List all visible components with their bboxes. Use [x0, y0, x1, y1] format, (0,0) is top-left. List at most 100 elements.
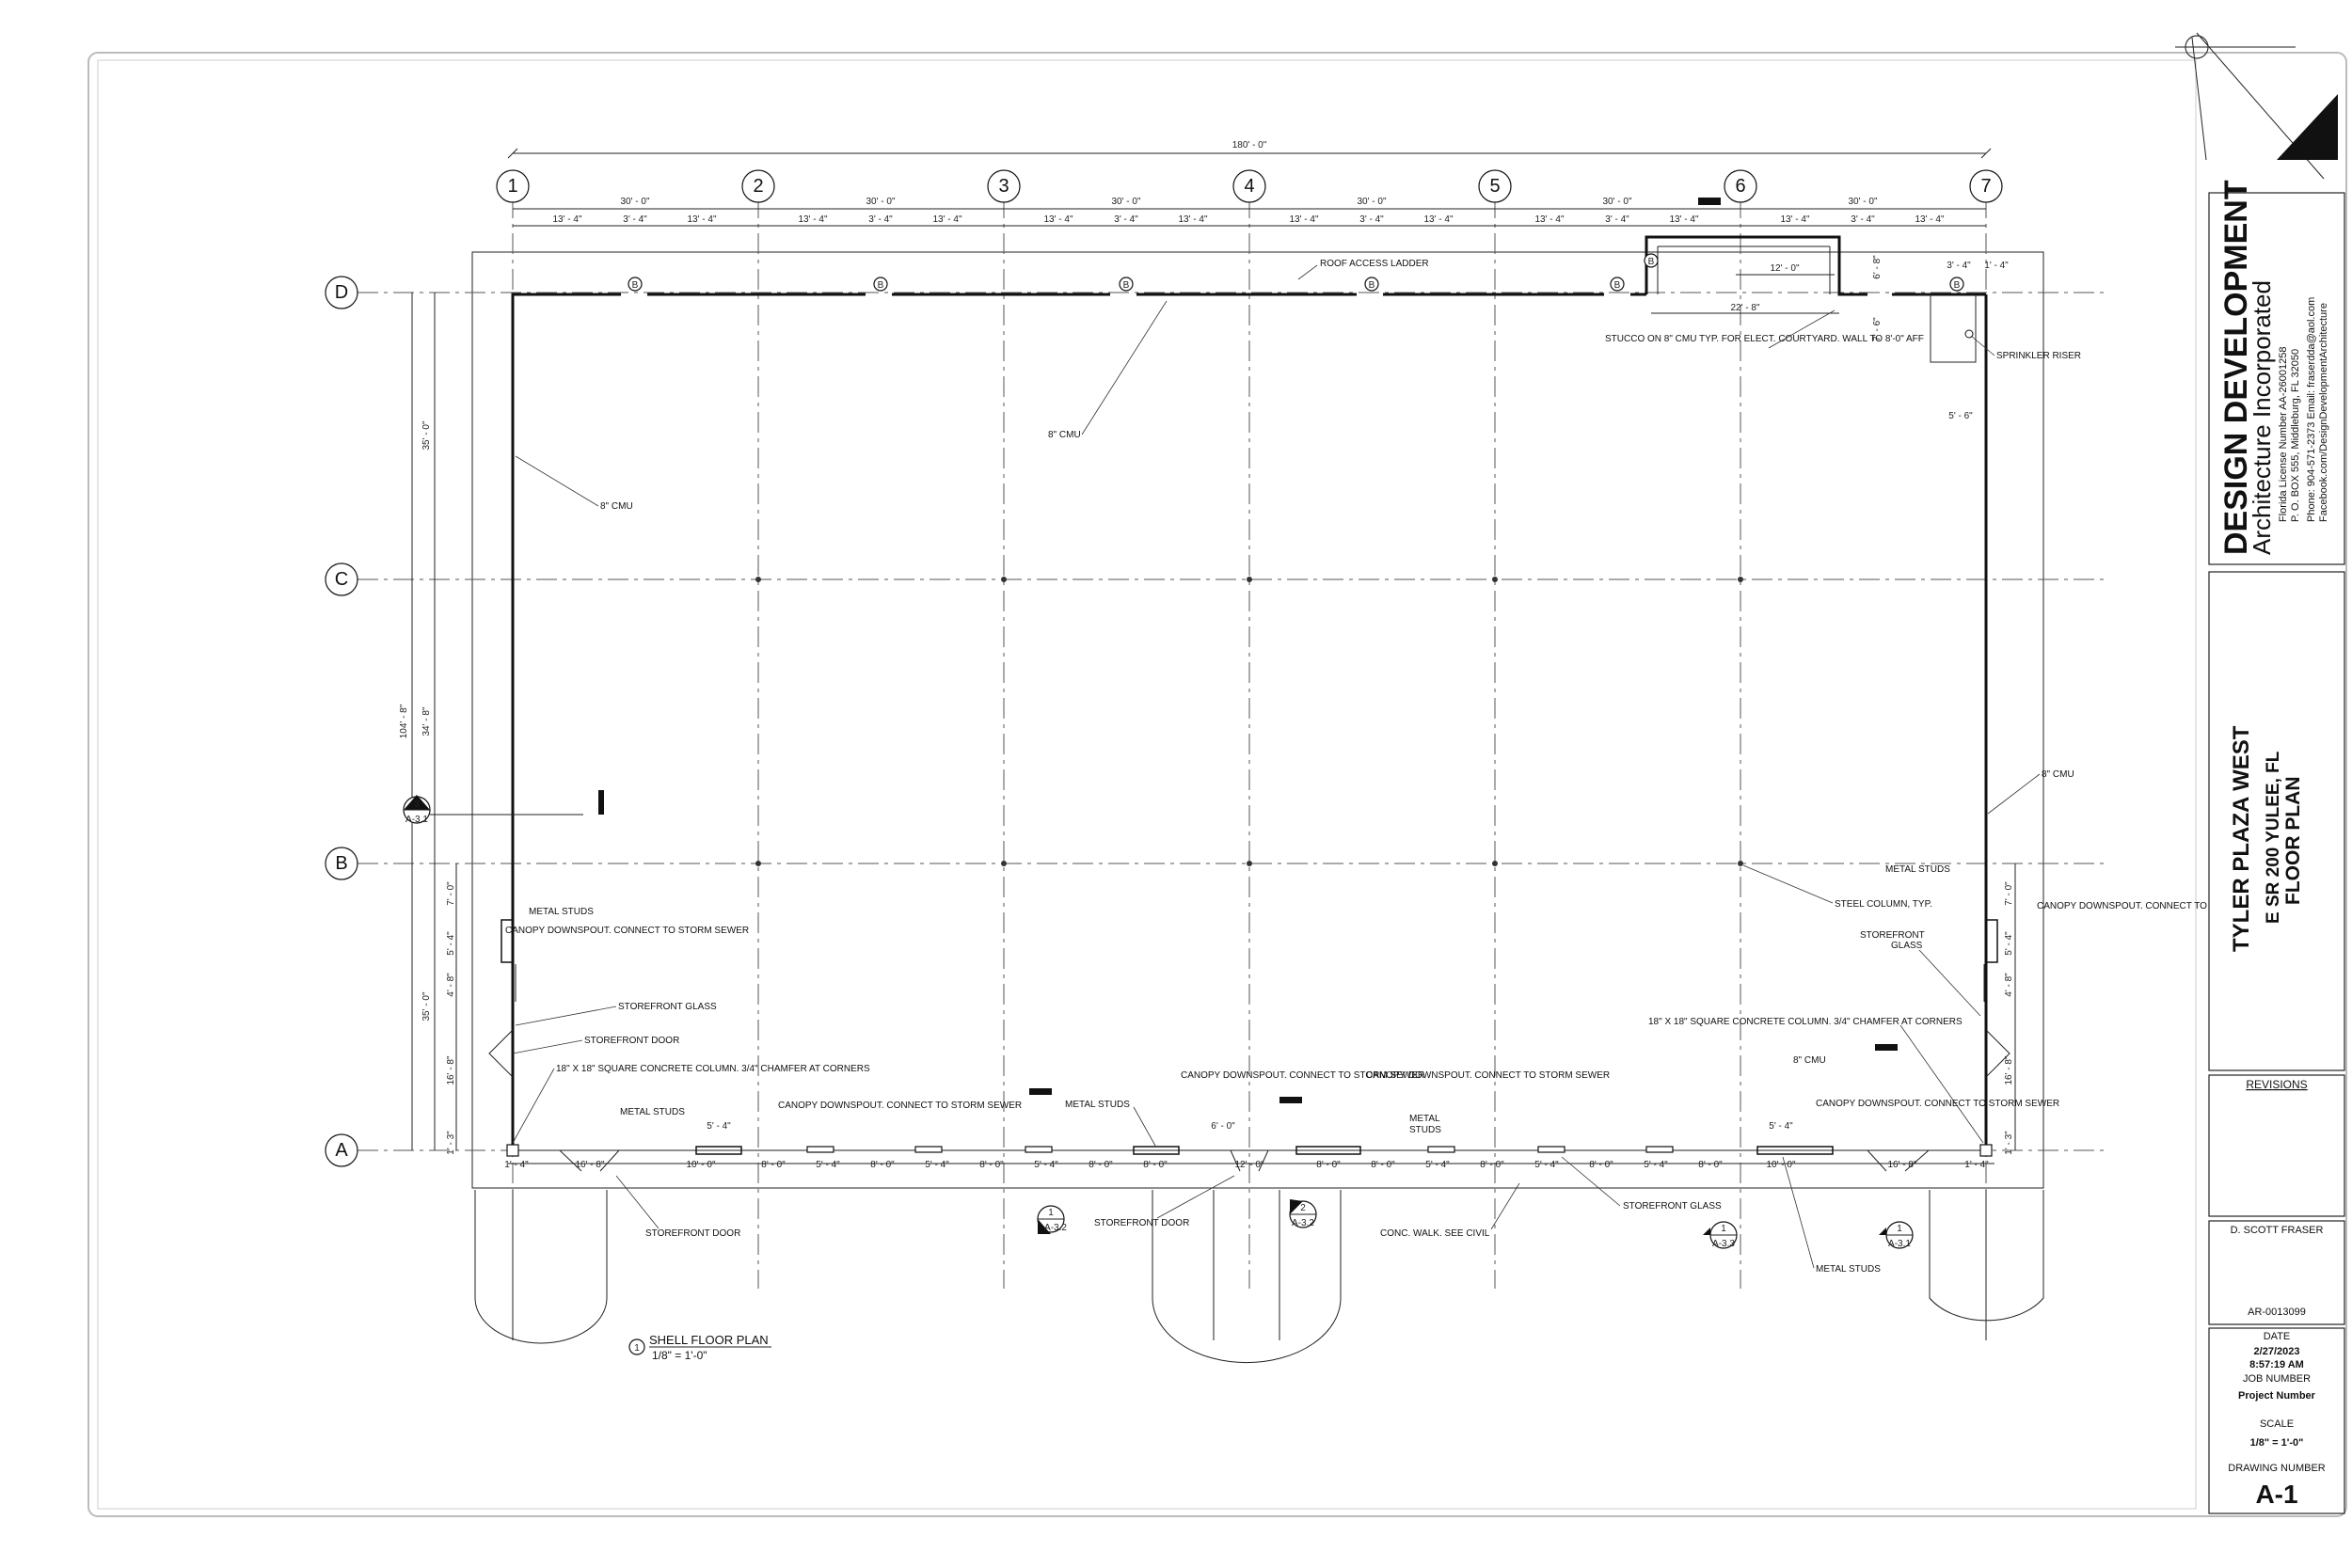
sub-dim: 13' - 4"	[798, 214, 827, 225]
sub-dim: 13' - 4"	[1043, 214, 1073, 225]
bay-dim-2: 30' - 0"	[866, 197, 895, 207]
left-top-dim: 35' - 0"	[421, 420, 432, 450]
note-metal-studs-left: METAL STUDS	[529, 907, 594, 917]
bottom-dim: 8' - 0"	[1371, 1160, 1395, 1170]
note-roof-ladder: ROOF ACCESS LADDER	[1320, 259, 1429, 269]
annotations: ROOF ACCESS LADDER STUCCO ON 8" CMU TYP.…	[505, 259, 2280, 1275]
drawing-frame	[97, 59, 2197, 1510]
note-canopy-left: CANOPY DOWNSPOUT. CONNECT TO STORM SEWER	[505, 926, 749, 936]
sub-dim: 13' - 4"	[1780, 214, 1809, 225]
bay-dim-5: 30' - 0"	[1602, 197, 1631, 207]
grid-bubble-1	[496, 169, 530, 203]
courtyard-dimensions: 22' - 8" 12' - 0" 6' - 8" 7' - 6" 5' - 6…	[1651, 255, 2009, 421]
note-storefront-door-left: STOREFRONT DOOR	[584, 1036, 679, 1046]
bay-dimensions: 30' - 0" 30' - 0" 30' - 0" 30' - 0" 30' …	[513, 197, 1986, 227]
firm-address: P. O. BOX 555, Middleburg, FL 32050	[2290, 349, 2301, 522]
sub-dim: 13' - 4"	[932, 214, 961, 225]
bottom-dim: 8' - 0"	[1480, 1160, 1504, 1170]
grid-bubble-6	[1724, 169, 1757, 203]
grid-label-1: 1	[507, 176, 517, 197]
door-tag: B	[1123, 280, 1130, 291]
sub-dim: 13' - 4"	[552, 214, 581, 225]
note-storefront-right: STOREFRONT	[1860, 930, 1925, 941]
sub-dim: 13' - 4"	[1178, 214, 1207, 225]
grid-bubble-5	[1478, 169, 1512, 203]
scale-label: SCALE	[2260, 1418, 2294, 1430]
door-tags: B B B B B B B	[628, 253, 1964, 292]
section-tag-1-a32: 1 A-3.2	[1037, 1205, 1067, 1234]
bottom-dim: 16' - 8"	[1887, 1160, 1916, 1170]
left-sub-dim: 1' - 3"	[446, 1131, 456, 1155]
courtyard-dim: 3' - 4"	[1947, 261, 1971, 271]
grid-label-4: 4	[1244, 176, 1254, 197]
grid-label-6: 6	[1735, 176, 1745, 197]
note-metal-studs-bottom-mid: METAL STUDS	[1065, 1100, 1130, 1110]
bay-dim-6: 30' - 0"	[1848, 197, 1877, 207]
section-tag-sheet: A-3.3	[1712, 1239, 1735, 1249]
firm-box	[2208, 192, 2345, 565]
sub-dim: 3' - 4"	[1605, 214, 1629, 225]
bottom-dim: 1' - 4"	[1964, 1160, 1989, 1170]
section-tag-number: 3	[414, 800, 420, 810]
note-metal-studs-bottom-left: METAL STUDS	[620, 1107, 685, 1117]
section-tag-sheet: A-3.2	[1292, 1218, 1314, 1228]
left-sub-dim: 7' - 0"	[446, 881, 456, 906]
architect-name: D. SCOTT FRASER	[2231, 1225, 2324, 1236]
note-conc-walk: CONC. WALK. SEE CIVIL	[1380, 1228, 1490, 1239]
bottom-dim: 5' - 4"	[1425, 1160, 1450, 1170]
architect-box	[2208, 1220, 2345, 1325]
column-bubbles: 1 2 3 4 5 6 7	[496, 169, 2003, 203]
note-metal-studs-bottom-right: METAL STUDS	[1816, 1264, 1881, 1275]
section-tag-1-a33: 1 A-3.3	[1703, 1221, 1738, 1249]
bottom-dim: 10' - 0"	[1766, 1160, 1795, 1170]
bottom-dim: 8' - 0"	[1089, 1160, 1113, 1170]
note-storefront-glass-bottom: STOREFRONT GLASS	[1623, 1201, 1722, 1212]
note-metal-studs-right: METAL STUDS	[1885, 864, 1950, 875]
section-tag-sheet: A-3.2	[1044, 1223, 1067, 1233]
view-title-text: SHELL FLOOR PLAN	[649, 1333, 769, 1347]
side-storefronts	[488, 919, 2010, 1157]
exterior-walls	[511, 235, 1988, 1150]
view-title-scale: 1/8" = 1'-0"	[652, 1349, 707, 1362]
note-canopy-right: CANOPY DOWNSPOUT. CONNECT TO STORM SEWER	[2037, 901, 2280, 911]
courtyard-inner-dim: 12' - 0"	[1770, 263, 1799, 274]
job-number-label: JOB NUMBER	[2243, 1373, 2311, 1385]
right-dimensions: 7' - 0" 5' - 4" 4' - 8" 16' - 8" 1' - 3"	[2004, 863, 2016, 1155]
view-title: 1 SHELL FLOOR PLAN 1/8" = 1'-0"	[628, 1333, 771, 1362]
project-name: TYLER PLAZA WEST	[2229, 725, 2254, 952]
sub-dim: 13' - 4"	[1669, 214, 1698, 225]
overall-dim-text: 180' - 0"	[1232, 140, 1267, 150]
grid-label-7: 7	[1980, 176, 1991, 197]
right-sub-dim: 1' - 3"	[2004, 1131, 2014, 1155]
revisions-box	[2208, 1074, 2345, 1217]
left-mid-dim: 34' - 8"	[421, 706, 432, 736]
section-tag-sheet: A-3.1	[405, 815, 428, 825]
date-value: 2/27/2023	[2254, 1346, 2300, 1357]
grid-bubble-4	[1232, 169, 1266, 203]
sub-dim: 3' - 4"	[623, 214, 647, 225]
note-cmu-right: 8" CMU	[2042, 769, 2074, 780]
section-markers: 3 A-3.1 1 A-3.2 2 A-3.2 1 A-3.3	[403, 790, 1914, 1249]
door-dim: 5' - 4"	[1769, 1121, 1793, 1132]
grid-label-d: D	[335, 282, 348, 303]
note-canopy-bottom-mid-left: CANOPY DOWNSPOUT. CONNECT TO STORM SEWER	[1181, 1070, 1424, 1081]
overall-dimension: 180' - 0"	[507, 140, 1992, 159]
section-tag-number: 1	[1721, 1224, 1726, 1234]
job-number-value: Project Number	[2238, 1390, 2316, 1402]
grid-bubble-7	[1969, 169, 2003, 203]
grid-label-3: 3	[998, 176, 1009, 197]
grid-bubble-a	[325, 1133, 358, 1167]
time-value: 8:57:19 AM	[2249, 1359, 2304, 1370]
bottom-dim: 8' - 0"	[761, 1160, 786, 1170]
grid-label-a: A	[335, 1140, 348, 1161]
sub-dim: 13' - 4"	[687, 214, 716, 225]
note-storefront-glass-left: STOREFRONT GLASS	[618, 1002, 717, 1012]
project-location: E SR 200 YULEE, FL	[2264, 751, 2283, 924]
title-block: DESIGN DEVELOPMENT Architecture Incorpor…	[2208, 180, 2345, 1514]
section-tag-number: 1	[1897, 1224, 1902, 1234]
note-stucco: STUCCO ON 8" CMU TYP. FOR ELECT. COURTYA…	[1605, 334, 1924, 344]
column-grid-lines	[512, 198, 1987, 1289]
bottom-dim: 8' - 0"	[870, 1160, 895, 1170]
grid-label-b: B	[335, 853, 347, 874]
